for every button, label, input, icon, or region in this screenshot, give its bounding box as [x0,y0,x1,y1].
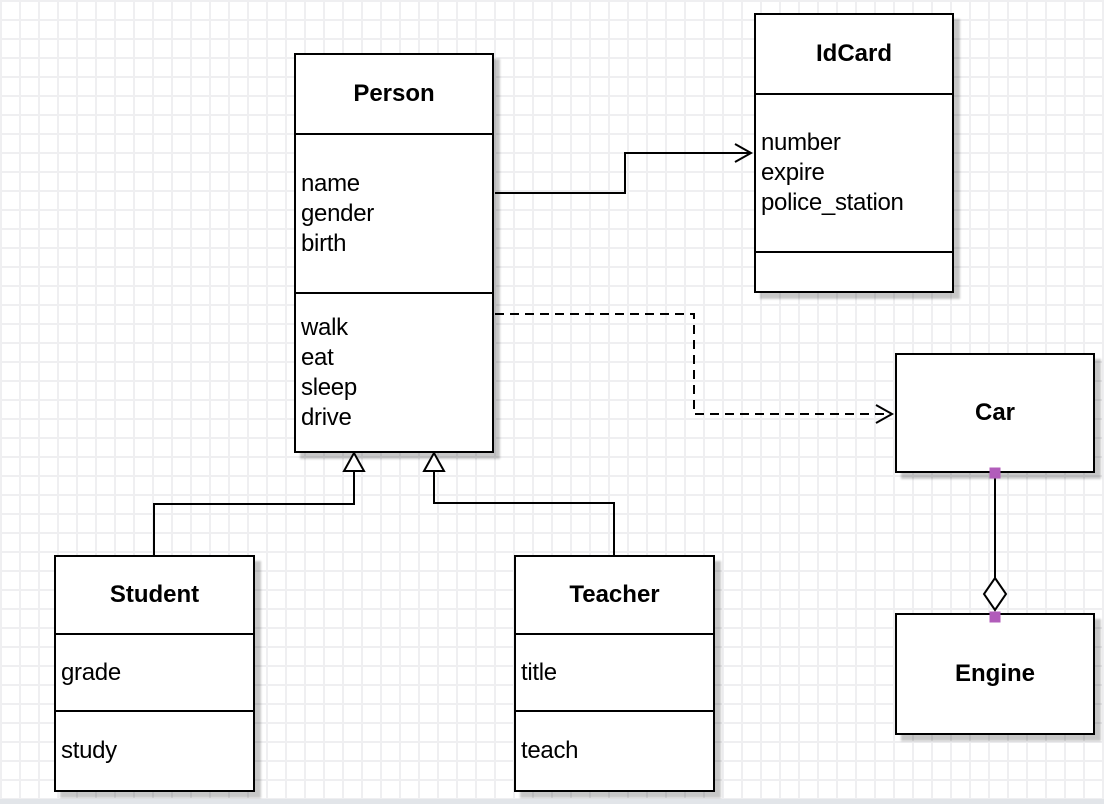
edge-person-idcard-association[interactable] [495,143,754,194]
class-box-student[interactable]: Student grade study [54,555,255,792]
attributes-compartment: name gender birth [296,135,492,294]
class-box-idcard[interactable]: IdCard number expire police_station [754,13,954,293]
edge-teacher-person-inheritance[interactable] [422,450,615,555]
attribute-row: name [301,169,360,197]
attribute-row: gender [301,199,374,227]
method-row: study [61,737,117,764]
methods-compartment: teach [516,712,713,790]
hollow-triangle-icon [422,450,446,472]
method-row: drive [301,403,352,431]
class-title: IdCard [756,15,952,95]
class-title: Teacher [516,557,713,635]
method-row: teach [521,737,579,764]
scrollbar-track-bottom[interactable] [0,799,1104,804]
edge-person-car-dependency[interactable] [495,313,895,424]
class-box-person[interactable]: Person name gender birth walk eat sleep … [294,53,494,453]
attribute-row: grade [61,658,121,686]
class-title: Person [296,55,492,135]
class-box-car[interactable]: Car [895,353,1095,473]
class-title: Engine [954,660,1035,687]
class-title: Student [56,557,253,635]
attributes-compartment: grade [56,635,253,712]
method-row: walk [301,313,348,341]
attributes-compartment: number expire police_station [756,95,952,253]
method-row: sleep [301,373,357,401]
attribute-row: number [761,129,841,156]
hollow-triangle-icon [342,450,366,472]
attributes-compartment: title [516,635,713,712]
open-arrowhead-icon [875,404,895,424]
method-row: eat [301,343,334,371]
attribute-row: title [521,658,557,686]
hollow-diamond-icon [982,576,1008,612]
attribute-row: police_station [761,189,904,216]
class-box-engine[interactable]: Engine [895,613,1095,735]
methods-compartment-empty [756,253,952,291]
methods-compartment: walk eat sleep drive [296,294,492,451]
class-box-teacher[interactable]: Teacher title teach [514,555,715,792]
class-title: Car [974,399,1016,426]
open-arrowhead-icon [734,143,754,163]
attribute-row: expire [761,159,825,186]
attribute-row: birth [301,229,347,257]
edge-student-person-inheritance[interactable] [153,450,366,555]
methods-compartment: study [56,712,253,790]
edge-car-engine-aggregation[interactable] [982,467,1008,623]
